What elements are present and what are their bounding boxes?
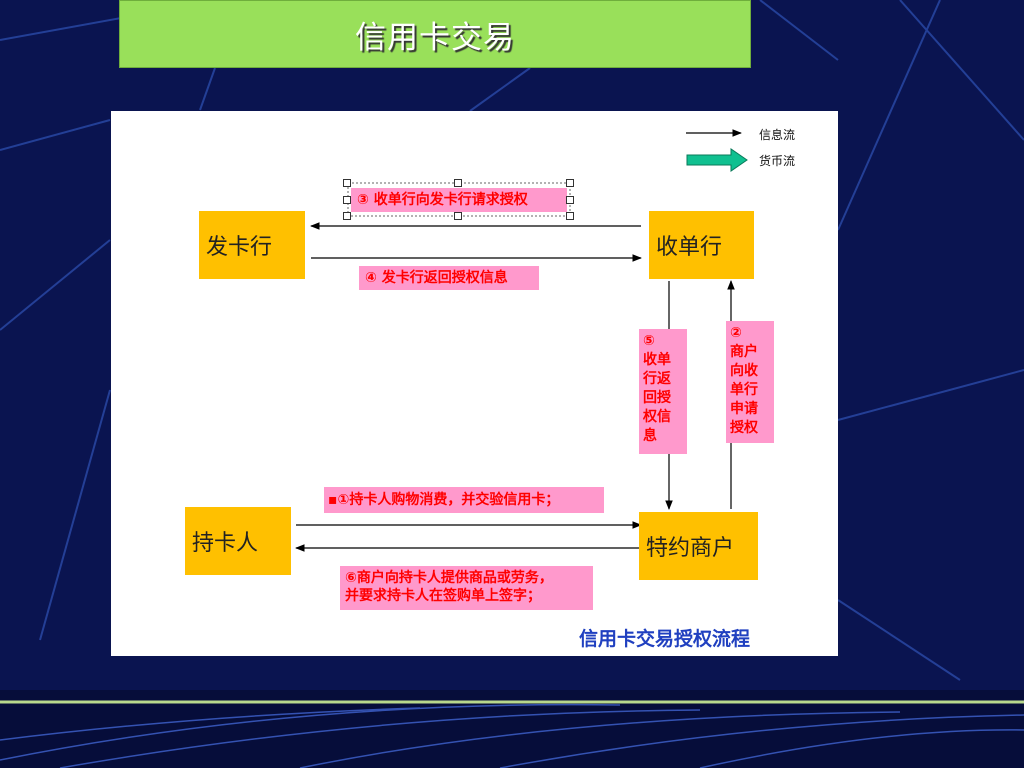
issuer-bank-node: 发卡行 (199, 211, 305, 279)
step2-line: ② (730, 325, 742, 341)
diagram-caption: 信用卡交易授权流程 (579, 628, 751, 650)
step5-line: 权信 (643, 409, 671, 425)
diagram-panel: 信息流 货币流 发卡行 收单行 持卡人 特约商户 ③ 收单行向发卡行请求授权 ④… (111, 111, 838, 656)
slide-title: 信用卡交易 (355, 19, 515, 56)
resize-handle[interactable] (566, 212, 574, 220)
legend-info-label: 信息流 (759, 128, 796, 142)
resize-handle[interactable] (454, 179, 462, 187)
cardholder-node: 持卡人 (185, 507, 291, 575)
step5-line: 收单 (643, 352, 671, 368)
resize-handle[interactable] (566, 179, 574, 187)
step5-line: 回授 (643, 390, 671, 406)
step2-line: 单行 (730, 382, 758, 398)
step2-line: 商户 (730, 344, 758, 360)
acquirer-bank-node: 收单行 (649, 211, 754, 279)
legend-money-label: 货币流 (759, 154, 796, 168)
step6-line: ⑥商户向持卡人提供商品或劳务， (345, 570, 553, 586)
step4-label: ④ 发卡行返回授权信息 (359, 266, 539, 290)
step3-label[interactable]: ③ 收单行向发卡行请求授权 (351, 188, 567, 212)
acquirer-bank-label: 收单行 (656, 235, 723, 260)
resize-handle[interactable] (454, 212, 462, 220)
step2-line: 申请 (730, 401, 758, 417)
step5-line: 行返 (643, 371, 671, 387)
merchant-label: 特约商户 (646, 536, 735, 561)
step5-line: ⑤ (643, 333, 655, 349)
step3-text: ③ 收单行向发卡行请求授权 (357, 192, 528, 208)
resize-handle[interactable] (343, 212, 351, 220)
step2-line: 授权 (730, 420, 758, 436)
step2-line: 向收 (730, 363, 758, 379)
step6-line: 并要求持卡人在签购单上签字； (345, 588, 541, 604)
step1-label: ▪①持卡人购物消费，并交验信用卡； (324, 487, 604, 513)
legend-money-arrow (686, 148, 748, 172)
issuer-bank-label: 发卡行 (206, 235, 273, 260)
resize-handle[interactable] (566, 196, 574, 204)
step5-line: 息 (643, 428, 657, 444)
merchant-node: 特约商户 (639, 512, 758, 580)
step2-label: ② 商户 向收 单行 申请 授权 (726, 321, 774, 443)
step6-label: ⑥商户向持卡人提供商品或劳务， 并要求持卡人在签购单上签字； (340, 566, 593, 610)
step4-text: ④ 发卡行返回授权信息 (365, 270, 508, 286)
step5-label: ⑤ 收单 行返 回授 权信 息 (639, 329, 687, 454)
resize-handle[interactable] (343, 179, 351, 187)
step1-text: ▪①持卡人购物消费，并交验信用卡； (328, 492, 560, 508)
resize-handle[interactable] (343, 196, 351, 204)
cardholder-label: 持卡人 (192, 531, 259, 556)
title-bar: 信用卡交易 (119, 0, 751, 68)
